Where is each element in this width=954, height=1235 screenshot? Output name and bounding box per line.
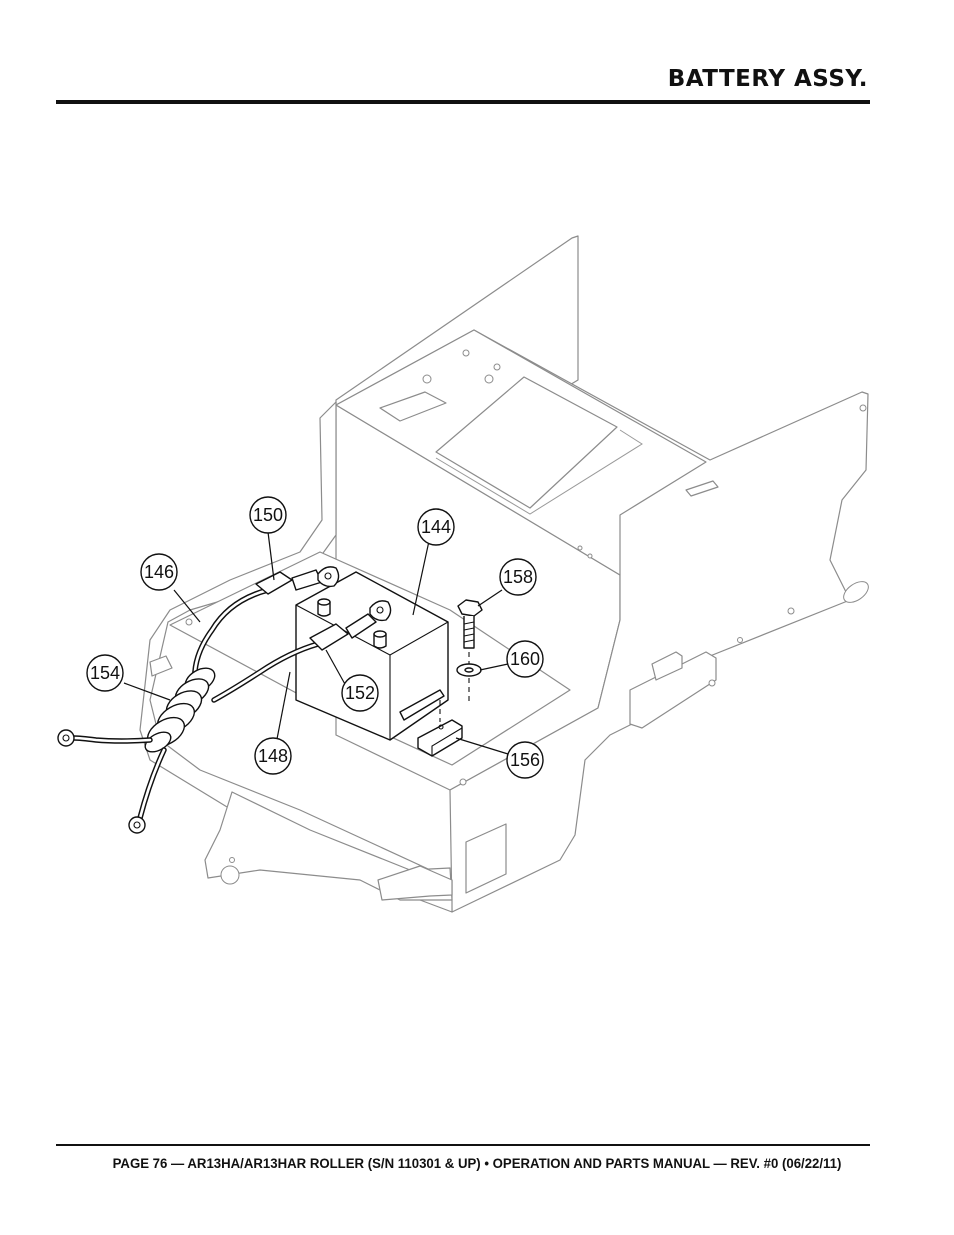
battery-cables: [57, 587, 321, 834]
callout-label-160: 160: [510, 649, 540, 669]
callout-label-150: 150: [253, 505, 283, 525]
page-footer: PAGE 76 — AR13HA/AR13HAR ROLLER (S/N 110…: [112, 1156, 842, 1172]
terminal-boot-152: [309, 600, 392, 651]
callout-148: 148: [254, 737, 292, 775]
callout-146: 146: [140, 553, 178, 591]
page-title: BATTERY ASSY.: [667, 66, 868, 92]
footer-rule: [56, 1144, 870, 1146]
hold-down-bracket: [417, 719, 463, 757]
callout-label-146: 146: [144, 562, 174, 582]
callout-154: 154: [86, 654, 124, 692]
callout-label-156: 156: [510, 750, 540, 770]
callout-label-148: 148: [258, 746, 288, 766]
callout-144: 144: [417, 508, 455, 546]
callout-label-154: 154: [90, 663, 120, 683]
coiled-cable: [144, 667, 216, 753]
terminal-boot-150: [255, 566, 340, 595]
callout-label-152: 152: [345, 683, 375, 703]
flat-washer: [456, 663, 482, 677]
battery: [295, 571, 449, 741]
bolt-centerline: [439, 652, 470, 722]
callout-150: 150: [249, 496, 287, 534]
callout-152: 152: [341, 674, 379, 712]
callout-label-144: 144: [421, 517, 451, 537]
hex-bolt: [457, 599, 483, 649]
callout-158: 158: [499, 558, 537, 596]
callout-160: 160: [506, 640, 544, 678]
leader-lines: [123, 531, 509, 755]
callout-156: 156: [506, 741, 544, 779]
header-rule: [56, 100, 870, 104]
callout-label-158: 158: [503, 567, 533, 587]
